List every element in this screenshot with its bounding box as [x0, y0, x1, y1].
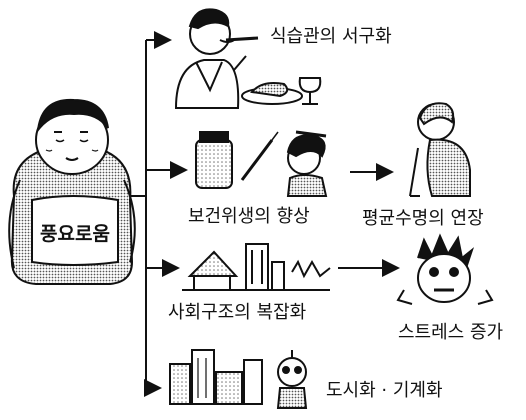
connector-tree [122, 31, 400, 397]
branch-label-diet: 식습관의 서구화 [270, 26, 392, 47]
branch-label-urbanization: 도시화 · 기계화 [326, 380, 443, 401]
medicine-jar-syringe-nurse-icon [195, 130, 328, 197]
shirt-text: 풍요로움 [40, 223, 110, 245]
elderly-person-with-cane-icon [409, 102, 471, 197]
complex-town-icon [182, 243, 331, 291]
result-label-stress: 스트레스 증가 [398, 322, 503, 343]
branch-label-hygiene: 보건위생의 향상 [188, 206, 310, 227]
result-label-lifespan: 평균수명의 연장 [362, 208, 484, 229]
stressed-man-icon [396, 233, 494, 305]
city-robot-icon [169, 349, 308, 409]
prosperous-man-icon [8, 98, 136, 285]
man-eating-steak-icon [174, 8, 322, 109]
branch-label-society: 사회구조의 복잡화 [168, 302, 306, 323]
